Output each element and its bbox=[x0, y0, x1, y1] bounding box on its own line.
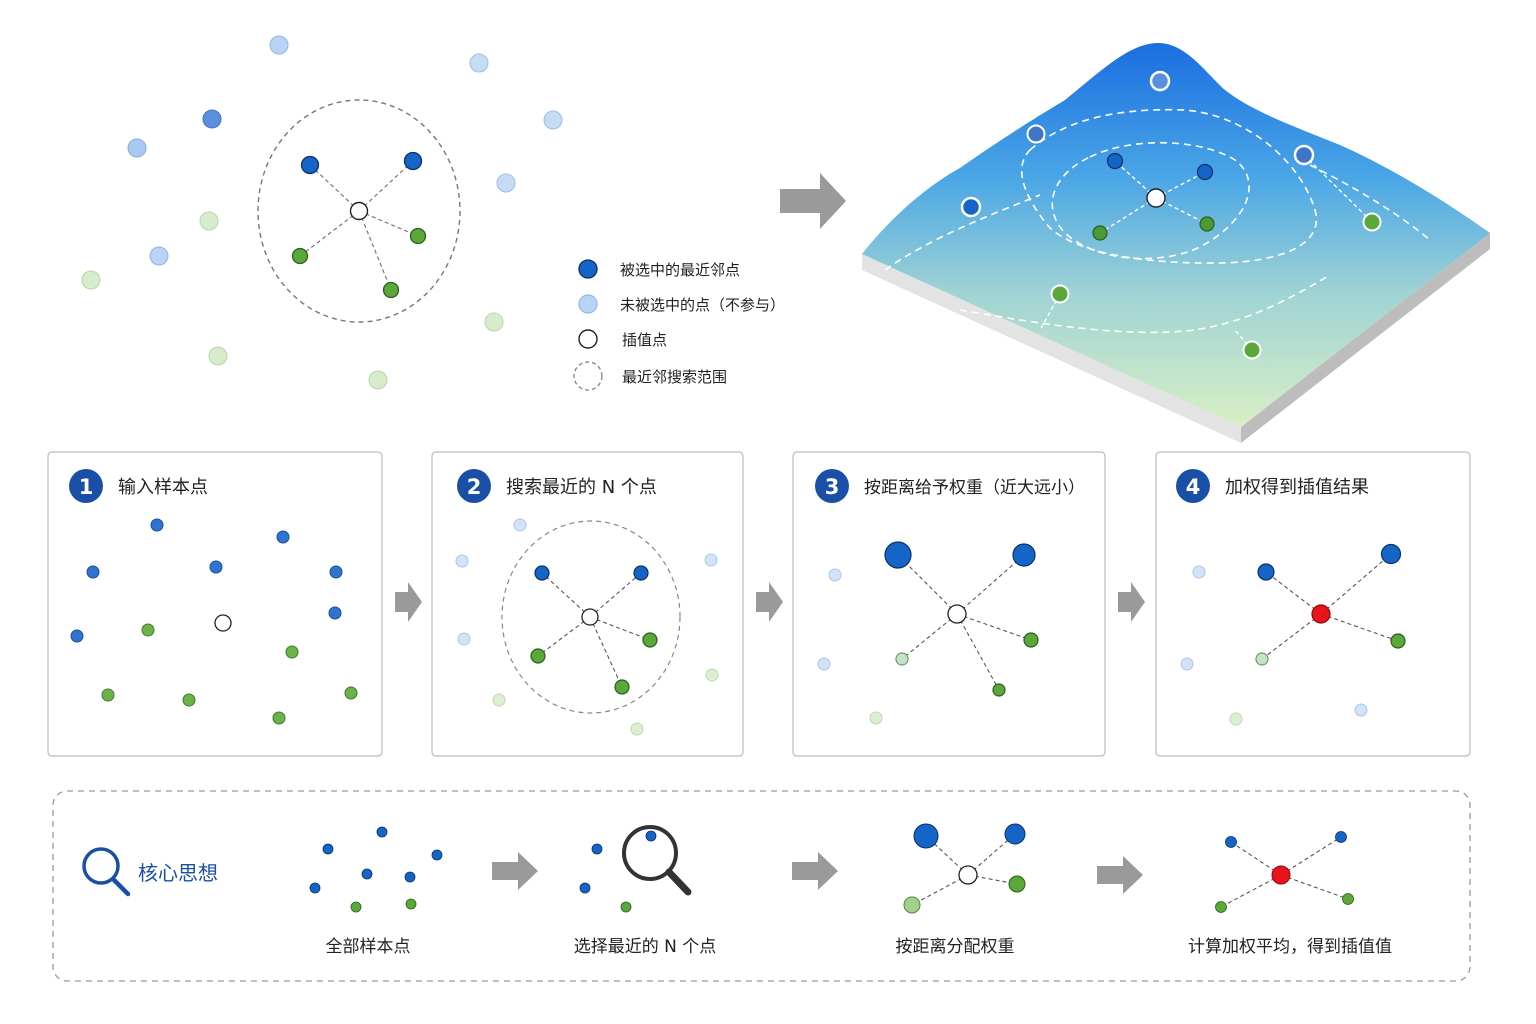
search-range-circle bbox=[257, 99, 461, 323]
terrain-surface bbox=[862, 42, 1490, 428]
terrain-point bbox=[1242, 340, 1262, 360]
step-number: 2 bbox=[467, 475, 482, 499]
top-scatter bbox=[81, 35, 563, 390]
core-weights bbox=[903, 823, 1026, 914]
legend-unselected-icon bbox=[578, 294, 598, 314]
sample-point bbox=[496, 173, 516, 193]
contour-outer bbox=[884, 164, 1431, 334]
core-weighted-average bbox=[1215, 831, 1354, 913]
core-label: 全部样本点 bbox=[326, 937, 411, 957]
core-label: 按距离分配权重 bbox=[896, 937, 1015, 957]
sample-point bbox=[368, 370, 388, 390]
step-number-badge bbox=[457, 469, 491, 503]
selected-point bbox=[291, 247, 309, 265]
legend-range-label: 最近邻搜索范围 bbox=[622, 368, 727, 386]
step-panel-2: 2 搜索最近的 N 个点 bbox=[431, 451, 744, 757]
legend-selected-icon bbox=[578, 259, 598, 279]
terrain-point bbox=[1106, 152, 1124, 170]
sample-point bbox=[543, 110, 563, 130]
step-arrow-icon bbox=[395, 582, 422, 622]
interpolation-point bbox=[947, 604, 967, 624]
neighbor-lines bbox=[299, 160, 419, 291]
core-select-nearest bbox=[579, 825, 692, 913]
terrain-point bbox=[1026, 124, 1046, 144]
legend-interp-label: 插值点 bbox=[622, 331, 667, 349]
magnifier-icon bbox=[82, 847, 131, 897]
core-label: 选择最近的 N 个点 bbox=[574, 937, 717, 957]
sample-point bbox=[269, 35, 289, 55]
step-arrow-icon bbox=[756, 582, 783, 622]
interpolation-point bbox=[349, 201, 369, 221]
terrain-3d bbox=[862, 42, 1490, 443]
big-arrow-icon bbox=[780, 173, 846, 229]
terrain-base-right bbox=[1241, 233, 1490, 443]
step-title: 输入样本点 bbox=[118, 477, 208, 498]
step-number-badge bbox=[815, 469, 849, 503]
terrain-point bbox=[1293, 144, 1315, 166]
core-arrow-icon bbox=[492, 852, 538, 890]
step-number: 3 bbox=[825, 475, 840, 499]
core-title: 核心思想 bbox=[138, 861, 218, 885]
selected-point bbox=[409, 227, 427, 245]
legend-range-icon bbox=[573, 361, 603, 391]
core-arrow-icon bbox=[1097, 856, 1143, 894]
sample-point bbox=[208, 346, 228, 366]
step-title: 加权得到插值结果 bbox=[1225, 477, 1369, 498]
step-number-badge bbox=[69, 469, 103, 503]
terrain-point bbox=[960, 196, 982, 218]
core-arrow-icon bbox=[792, 852, 838, 890]
terrain-point bbox=[1092, 225, 1108, 241]
result-point bbox=[1271, 865, 1291, 885]
terrain-point bbox=[1196, 163, 1214, 181]
legend-unselected-label: 未被选中的点（不参与） bbox=[620, 296, 785, 314]
terrain-point bbox=[1149, 70, 1171, 92]
terrain-point bbox=[1050, 284, 1070, 304]
interpolation-point bbox=[581, 608, 599, 626]
contour-inner bbox=[1051, 141, 1250, 260]
step-panel-3: 3 按距离给予权重（近大远小） bbox=[792, 451, 1106, 757]
sample-point bbox=[81, 270, 101, 290]
sample-point bbox=[127, 138, 147, 158]
sample-point bbox=[199, 211, 219, 231]
core-idea-box: 核心思想 全部样本点 选择最近的 N 个点 bbox=[52, 790, 1471, 982]
core-label: 计算加权平均，得到插值值 bbox=[1188, 937, 1392, 957]
step-number: 4 bbox=[1186, 475, 1201, 499]
terrain-base-left bbox=[862, 254, 1241, 443]
selected-point bbox=[403, 151, 423, 171]
terrain-interp-point bbox=[1146, 188, 1166, 208]
step-title: 按距离给予权重（近大远小） bbox=[864, 478, 1085, 498]
sample-point bbox=[484, 312, 504, 332]
sample-point bbox=[469, 53, 489, 73]
step-arrow-icon bbox=[1118, 582, 1145, 622]
step-panel-1: 1 输入样本点 bbox=[47, 451, 383, 757]
core-all-points bbox=[309, 826, 443, 913]
step-panel-4: 4 加权得到插值结果 bbox=[1155, 451, 1471, 757]
step-number: 1 bbox=[79, 475, 94, 499]
step-title: 搜索最近的 N 个点 bbox=[506, 477, 657, 498]
selected-point bbox=[300, 155, 320, 175]
result-point bbox=[1311, 604, 1331, 624]
terrain-point bbox=[1362, 212, 1382, 232]
sample-point bbox=[149, 246, 169, 266]
legend-interp-icon bbox=[578, 329, 598, 349]
search-magnifier-icon bbox=[622, 825, 692, 896]
step-number-badge bbox=[1176, 469, 1210, 503]
interpolation-point bbox=[214, 614, 232, 632]
terrain-point bbox=[1199, 216, 1215, 232]
legend-selected-label: 被选中的最近邻点 bbox=[620, 261, 740, 279]
legend: 被选中的最近邻点 未被选中的点（不参与） 插值点 最近邻搜索范围 bbox=[573, 259, 785, 391]
sample-point bbox=[202, 109, 222, 129]
selected-point bbox=[382, 281, 400, 299]
contour-middle bbox=[1020, 108, 1318, 264]
